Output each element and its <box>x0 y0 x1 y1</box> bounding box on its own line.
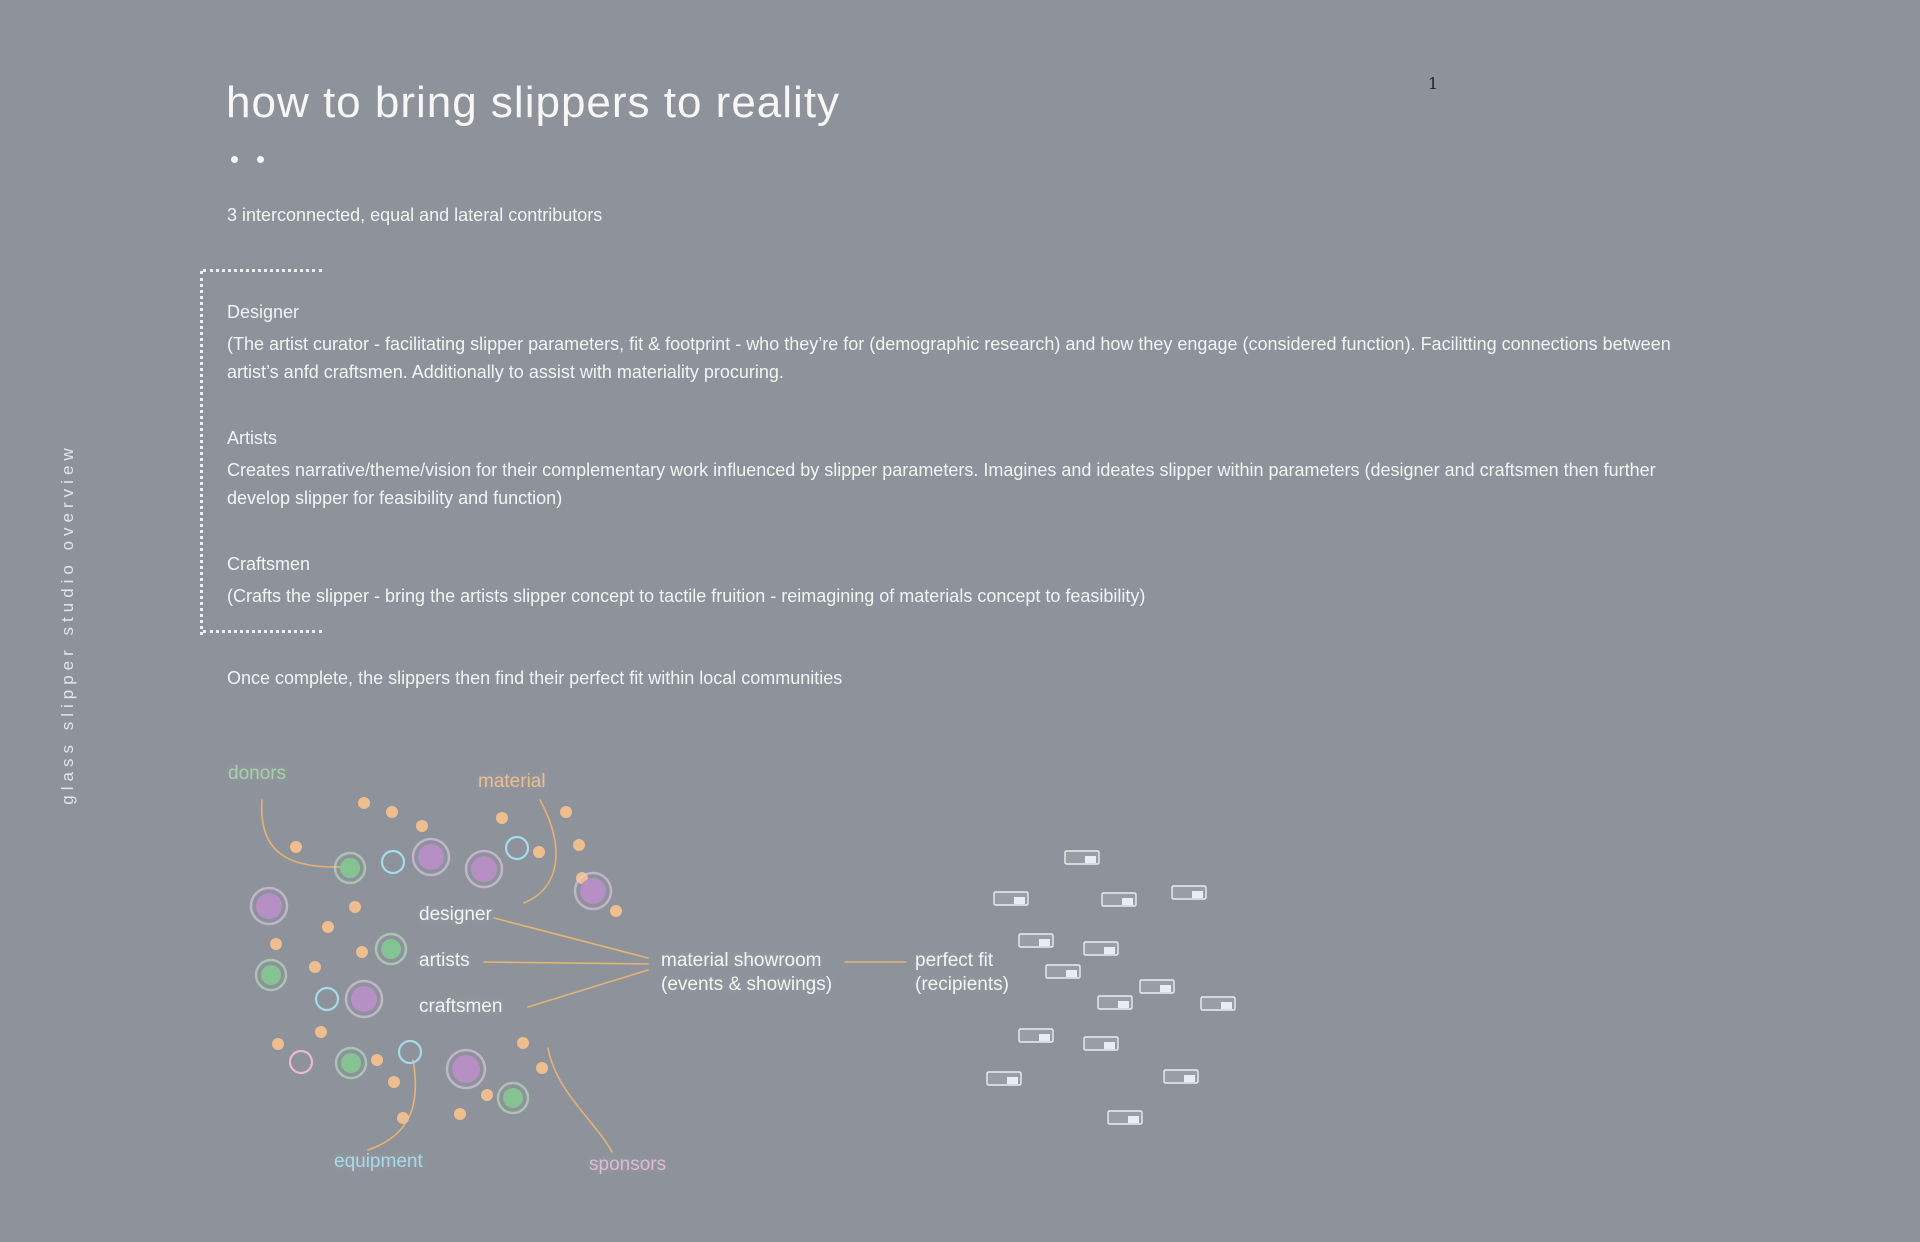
accent-dot <box>257 156 264 163</box>
node-contributor-circle <box>344 979 384 1019</box>
role-designer: Designer (The artist curator - facilitat… <box>227 298 1697 386</box>
slipper-box-icon <box>1107 1110 1143 1125</box>
node-equipment-ring <box>314 986 340 1012</box>
connector-line-equipment-to-network <box>367 1059 417 1151</box>
subtitle: 3 interconnected, equal and lateral cont… <box>227 205 603 225</box>
slipper-box-icon <box>1139 979 1175 994</box>
node-material-dot <box>371 1054 383 1066</box>
slipper-box-icon <box>1200 996 1236 1011</box>
node-donor-circle <box>496 1081 530 1115</box>
slipper-box-icon <box>1101 892 1137 907</box>
node-equipment-ring <box>380 849 406 875</box>
page-title: how to bring slippers to reality <box>226 78 841 127</box>
slipper-box-icon <box>1163 1069 1199 1084</box>
slipper-box-icon <box>1018 933 1054 948</box>
node-donor-circle <box>254 958 288 992</box>
slipper-box-icon <box>1045 964 1081 979</box>
node-material-dot <box>416 820 428 832</box>
accent-dot <box>231 156 238 163</box>
node-material-dot <box>356 946 368 958</box>
node-material-dot <box>386 806 398 818</box>
page-number: 1 <box>1428 74 1439 93</box>
connector-line-sponsors-to-network <box>547 1047 613 1153</box>
node-contributor-circle <box>445 1048 487 1090</box>
role-description: (The artist curator - facilitating slipp… <box>227 334 1671 382</box>
node-material-dot <box>454 1108 466 1120</box>
slipper-box-icon <box>1097 995 1133 1010</box>
slipper-box-icon <box>1018 1028 1054 1043</box>
node-equipment-ring <box>397 1039 423 1065</box>
node-material-dot <box>573 839 585 851</box>
node-sponsor-ring <box>288 1049 314 1075</box>
slipper-box-icon <box>1083 941 1119 956</box>
role-craftsmen: Craftsmen (Crafts the slipper - bring th… <box>227 550 1697 610</box>
node-material-dot <box>322 921 334 933</box>
connector-line-designer-to-showroom <box>493 917 649 959</box>
role-artists: Artists Creates narrative/theme/vision f… <box>227 424 1697 512</box>
node-material-dot <box>560 806 572 818</box>
connector-line-donors-to-network <box>260 799 341 868</box>
role-description: Creates narrative/theme/vision for their… <box>227 460 1656 508</box>
node-material-dot <box>517 1037 529 1049</box>
role-name: Designer <box>227 302 300 322</box>
contributors-dotted-border-bottom <box>203 630 322 633</box>
role-name: Craftsmen <box>227 554 311 574</box>
node-material-dot <box>496 812 508 824</box>
role-name: Artists <box>227 428 278 448</box>
node-contributor-circle <box>411 837 451 877</box>
node-material-dot <box>309 961 321 973</box>
contributors-dotted-border-top <box>203 269 322 272</box>
closing-text: Once complete, the slippers then find th… <box>227 668 843 688</box>
contributors-dotted-border-left <box>200 271 203 635</box>
node-equipment-ring <box>504 835 530 861</box>
node-material-dot <box>388 1076 400 1088</box>
node-material-dot <box>272 1038 284 1050</box>
node-material-dot <box>270 938 282 950</box>
slipper-box-icon <box>986 1071 1022 1086</box>
role-description: (Crafts the slipper - bring the artists … <box>227 586 1146 606</box>
node-contributor-circle <box>573 871 613 911</box>
node-material-dot <box>610 905 622 917</box>
connector-line-artists-to-showroom <box>483 961 649 965</box>
connector-line-material-to-network <box>523 799 557 904</box>
node-donor-circle <box>333 851 367 885</box>
slipper-box-icon <box>1171 885 1207 900</box>
node-material-dot <box>315 1026 327 1038</box>
slipper-box-icon <box>993 891 1029 906</box>
node-material-dot <box>481 1089 493 1101</box>
slipper-box-icon <box>1083 1036 1119 1051</box>
node-material-dot <box>397 1112 409 1124</box>
connector-line-craftsmen-to-showroom <box>527 969 649 1008</box>
node-contributor-circle <box>464 849 504 889</box>
slipper-box-icon <box>1064 850 1100 865</box>
node-material-dot <box>533 846 545 858</box>
contributors-list: Designer (The artist curator - facilitat… <box>227 298 1697 648</box>
node-material-dot <box>536 1062 548 1074</box>
title-accent-dots <box>231 156 264 163</box>
node-donor-circle <box>334 1046 368 1080</box>
node-material-dot <box>349 901 361 913</box>
node-material-dot <box>290 841 302 853</box>
node-donor-circle <box>374 932 408 966</box>
node-material-dot <box>358 797 370 809</box>
node-contributor-circle <box>249 886 289 926</box>
